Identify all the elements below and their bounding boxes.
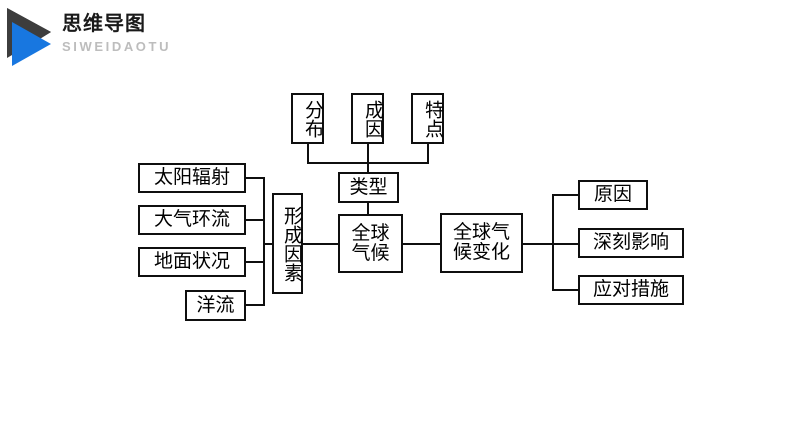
connector-right-trunk bbox=[552, 194, 554, 291]
node-label: 洋流 bbox=[196, 294, 235, 316]
play-triangle-icon bbox=[7, 8, 51, 66]
node-qhbianhua[interactable]: 全球气候变化 bbox=[440, 213, 523, 273]
connector-qqqh-to-qhbh bbox=[401, 243, 442, 245]
node-label: 深刻影响 bbox=[592, 232, 669, 254]
node-yingduics[interactable]: 应对措施 bbox=[578, 275, 684, 305]
node-quanqiuqihou[interactable]: 全球气候 bbox=[338, 214, 403, 273]
connector-stub-daqi bbox=[245, 219, 265, 221]
node-label: 分布 bbox=[302, 99, 323, 138]
node-daqihuanliu[interactable]: 大气环流 bbox=[138, 205, 246, 235]
node-label: 形成因素 bbox=[281, 205, 302, 282]
node-taiyangfushe[interactable]: 太阳辐射 bbox=[138, 163, 246, 193]
connector-stub-yingdui bbox=[552, 289, 580, 291]
connector-stub-taiyang bbox=[245, 177, 265, 179]
node-label-line2: 气候 bbox=[351, 242, 390, 264]
connector-bus-to-leixing bbox=[367, 162, 369, 174]
node-label-line1: 全球 bbox=[351, 222, 390, 244]
page-subtitle-pinyin: SIWEIDAOTU bbox=[62, 39, 172, 54]
node-chengyin[interactable]: 成因 bbox=[351, 93, 384, 144]
node-label: 特点 bbox=[422, 99, 443, 138]
page-title: 思维导图 bbox=[62, 13, 146, 35]
node-xingchengys[interactable]: 形成因素 bbox=[272, 193, 303, 294]
connector-stub-dimian bbox=[245, 261, 265, 263]
node-yangliu[interactable]: 洋流 bbox=[185, 290, 246, 321]
connector-chengyin-drop bbox=[367, 144, 369, 164]
connector-left-trunk bbox=[263, 177, 265, 306]
node-leixing[interactable]: 类型 bbox=[338, 172, 399, 203]
connector-tedian-drop bbox=[427, 144, 429, 164]
connector-qhbh-to-trunk bbox=[521, 243, 554, 245]
page-header: 思维导图 SIWEIDAOTU bbox=[0, 0, 794, 75]
node-fenbu[interactable]: 分布 bbox=[291, 93, 324, 144]
connector-xcys-to-qqqh bbox=[301, 243, 340, 245]
node-yuanyin[interactable]: 原因 bbox=[578, 180, 648, 210]
connector-trunk-to-xcys bbox=[263, 243, 274, 245]
node-label: 全球气候 bbox=[340, 222, 401, 264]
node-label: 原因 bbox=[593, 184, 632, 206]
node-label-line1: 全球气 bbox=[452, 222, 510, 244]
connector-leixing-to-qqqh bbox=[367, 202, 369, 216]
node-label: 成因 bbox=[362, 99, 383, 138]
node-label: 类型 bbox=[349, 176, 388, 198]
connector-stub-yangliu bbox=[245, 304, 265, 306]
node-label: 应对措施 bbox=[592, 279, 669, 301]
node-label: 全球气候变化 bbox=[442, 223, 521, 263]
connector-stub-yuanyin bbox=[552, 194, 580, 196]
logo-blue-triangle bbox=[12, 22, 51, 66]
connector-stub-shenke bbox=[552, 243, 580, 245]
node-dimianzk[interactable]: 地面状况 bbox=[138, 247, 246, 277]
node-tedian[interactable]: 特点 bbox=[411, 93, 444, 144]
node-label: 地面状况 bbox=[153, 251, 230, 273]
node-label: 大气环流 bbox=[153, 209, 230, 231]
connector-fenbu-drop bbox=[307, 144, 309, 164]
node-label: 太阳辐射 bbox=[153, 167, 230, 189]
node-label-line2: 候变化 bbox=[452, 242, 510, 263]
node-shenkeyx[interactable]: 深刻影响 bbox=[578, 228, 684, 258]
header-text-block: 思维导图 SIWEIDAOTU bbox=[62, 12, 171, 55]
